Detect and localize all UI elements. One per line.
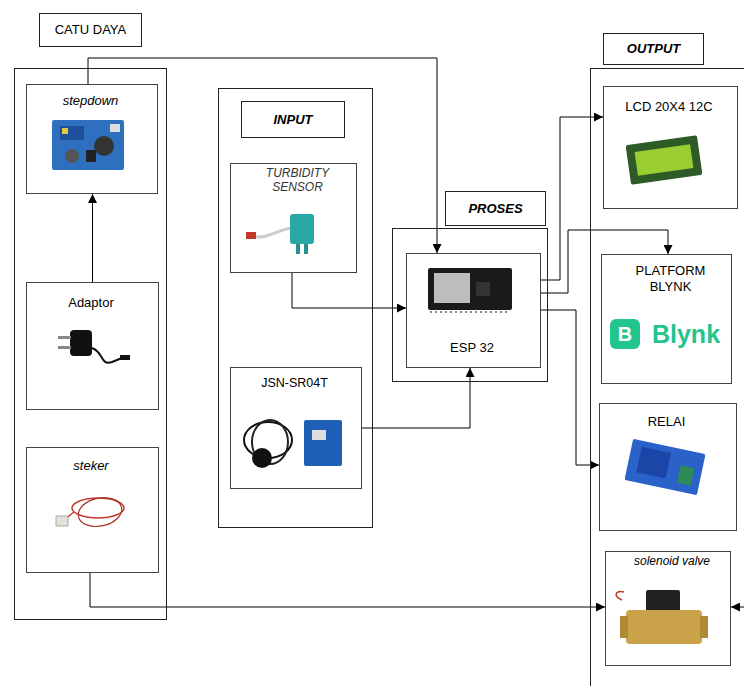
dc-jack (120, 355, 130, 360)
esp32-board (428, 268, 512, 310)
input-group: INPUT TURBIDITY SENSOR JSN-SR04T (218, 88, 373, 528)
text-slot: steker (27, 458, 155, 474)
lcd-box: LCD 20X4 12C (603, 86, 738, 209)
component-label: LCD 20X4 12C (625, 99, 712, 115)
inductor (94, 136, 114, 156)
valve-coil (646, 590, 680, 612)
text-slot: TURBIDITY SENSOR (247, 166, 348, 195)
water-inlet-arrow (731, 607, 744, 608)
relay-box: RELAI (599, 403, 737, 531)
component-label: stepdown (63, 93, 119, 109)
text-slot: stepdown (27, 93, 154, 109)
sensor-cable (252, 228, 292, 237)
plug-icon (56, 494, 124, 531)
logo-mark: B (618, 322, 632, 346)
component-label: ESP 32 (450, 340, 494, 356)
text-slot: CATU DAYA (39, 13, 142, 47)
stepdown-icon (52, 120, 124, 170)
connector-arrow (92, 194, 93, 282)
valve-port (700, 616, 708, 638)
transducer (252, 448, 272, 468)
stepdown-module-box: stepdown (26, 84, 158, 194)
lcd-icon (626, 135, 703, 185)
text-slot: solenoid valve (632, 554, 712, 568)
ultrasonic-icon (244, 420, 342, 468)
text-slot: RELAI (600, 414, 733, 430)
capacitor (65, 149, 79, 163)
connector-arrow (362, 368, 470, 428)
terminal (110, 124, 120, 132)
valve-wire (616, 592, 624, 600)
chip (476, 282, 490, 296)
terminal-block (677, 465, 694, 486)
potentiometer (60, 126, 84, 140)
component-label: steker (73, 458, 108, 474)
prong (58, 336, 71, 339)
text-slot: INPUT (241, 101, 345, 138)
adaptor-cable (92, 348, 122, 363)
solenoid-valve-box: solenoid valve (605, 551, 731, 666)
platform-label: PLATFORM BLYNK (624, 263, 717, 294)
text-slot: JSN-SR04T (231, 376, 358, 391)
adaptor-box: Adaptor (26, 282, 159, 410)
prong (58, 346, 71, 349)
text-slot: Blynk (644, 317, 728, 351)
relay-icon (624, 439, 705, 495)
plug-head (56, 516, 68, 526)
component-label: RELAI (648, 414, 686, 430)
component-label: TURBIDITY SENSOR (247, 166, 348, 195)
probe (296, 244, 300, 254)
sensor-body (290, 214, 314, 244)
connector-arrow (292, 273, 406, 308)
text-slot: LCD 20X4 12C (604, 99, 734, 115)
connector-arrow (541, 117, 603, 280)
probe (304, 244, 308, 254)
power-group: CATU DAYAstepdownAdaptorsteker (14, 68, 167, 620)
output-group: OUTPUTLCD 20X4 12CPLATFORM BLYNKBBlynkRE… (590, 68, 744, 686)
lcd-screen (635, 144, 694, 176)
process-group: PROSESESP 32 (392, 228, 548, 382)
plug-cable-box: steker (26, 447, 159, 573)
adaptor-icon (58, 330, 130, 363)
component-label: Adaptor (68, 295, 114, 311)
connector-arrow (90, 573, 605, 607)
connector (246, 232, 256, 239)
chip (86, 150, 96, 162)
group-heading: CATU DAYA (55, 22, 127, 38)
driver-board (304, 420, 342, 466)
text-slot: PLATFORM BLYNK (624, 263, 717, 294)
board-connector (312, 430, 326, 440)
turbidity-sensor-box: TURBIDITY SENSOR (230, 163, 357, 273)
relay-cube (636, 447, 671, 479)
group-heading: OUTPUT (627, 41, 680, 57)
wifi-module (434, 273, 470, 303)
esp32-box: ESP 32 (406, 253, 541, 368)
text-slot: Adaptor (27, 295, 155, 311)
adaptor-body (70, 330, 92, 356)
text-slot: OUTPUT (603, 33, 704, 65)
blynk-platform-box: PLATFORM BLYNK B Blynk (601, 254, 732, 384)
component-label: solenoid valve (634, 554, 710, 568)
group-heading: INPUT (274, 112, 313, 128)
esp32-icon (428, 268, 512, 312)
group-heading: PROSES (468, 201, 522, 217)
ultrasonic-sensor-box: JSN-SR04T (230, 367, 362, 489)
valve-body (626, 610, 702, 644)
text-slot: PROSES (445, 191, 546, 226)
pcb (52, 120, 124, 170)
solenoid-icon (616, 590, 708, 644)
relay-board (624, 439, 705, 495)
pins (430, 311, 510, 313)
wire-loop (76, 494, 125, 531)
lcd-frame (626, 135, 703, 185)
valve-port (620, 616, 628, 638)
logo-wordmark: Blynk (652, 319, 720, 349)
connector-arrow (541, 230, 668, 293)
screw (62, 128, 68, 134)
turbidity-icon (246, 214, 314, 254)
text-slot: ESP 32 (407, 340, 537, 356)
component-label: JSN-SR04T (261, 376, 328, 391)
text-slot: B (610, 319, 640, 349)
